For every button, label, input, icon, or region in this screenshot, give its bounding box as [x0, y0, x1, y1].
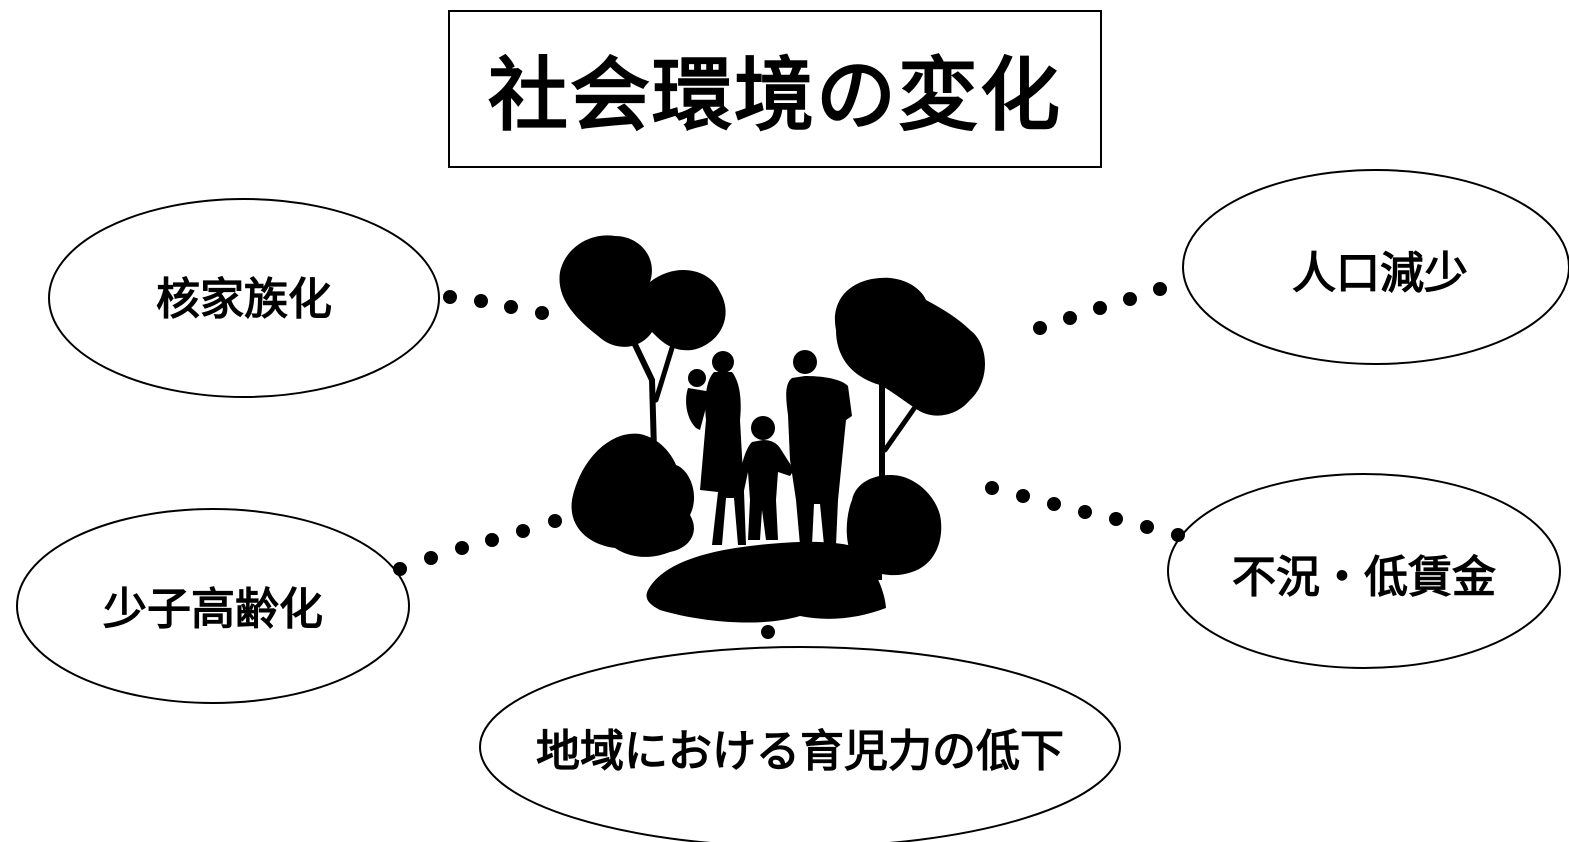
node-population-decline-ellipse [1182, 169, 1569, 365]
diagram-title-text: 社会環境の変化 [488, 49, 1062, 142]
connector-nuclear-family [443, 290, 549, 320]
connector-community-childcare [761, 625, 775, 639]
family-silhouette-icon [559, 235, 985, 623]
connector-aging-low-birthrate [393, 514, 562, 576]
node-recession-low-wage-ellipse [1167, 473, 1561, 669]
node-nuclear-family-ellipse [48, 198, 440, 398]
node-community-childcare-ellipse [479, 646, 1121, 842]
node-population-decline-label: 人口減少 [1292, 248, 1468, 299]
node-nuclear-family-label: 核家族化 [156, 274, 332, 325]
connector-population-decline [1033, 282, 1167, 335]
diagram-title: 社会環境の変化 [448, 10, 1102, 168]
connector-recession-low-wage [985, 481, 1185, 542]
node-aging-low-birthrate-label: 少子高齢化 [103, 584, 323, 635]
node-recession-low-wage-label: 不況・低賃金 [1232, 552, 1497, 603]
node-aging-low-birthrate-ellipse [16, 508, 410, 704]
node-community-childcare-label: 地域における育児力の低下 [536, 726, 1064, 777]
